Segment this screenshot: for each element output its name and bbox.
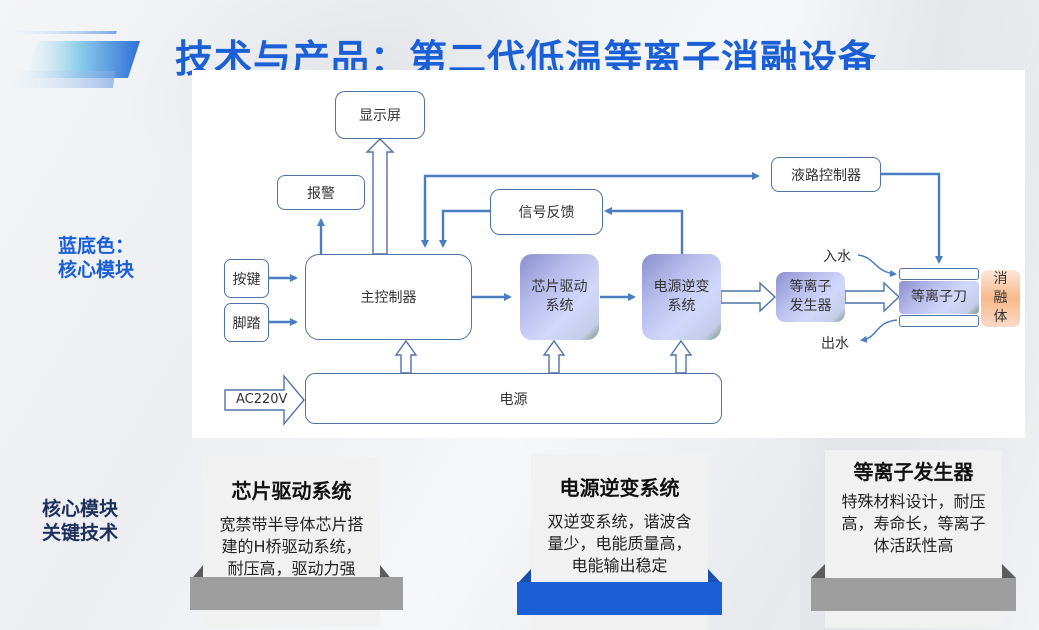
card-line: 电能输出稳定 bbox=[571, 556, 668, 575]
pedal-box: 脚踏 bbox=[224, 303, 269, 342]
alarm-box: 报警 bbox=[277, 175, 365, 210]
card-line: 耐压高，驱动力强 bbox=[227, 559, 356, 578]
legend-line-1: 蓝底色： bbox=[58, 235, 135, 257]
plasma-blade-label: 等离子刀 bbox=[911, 289, 967, 305]
ablation-body-char-3: 体 bbox=[993, 309, 1008, 325]
power-inverter-label-line2: 系统 bbox=[667, 298, 696, 314]
card-pocket bbox=[811, 564, 1016, 578]
accent-bar-lower bbox=[12, 71, 115, 88]
water-out-curve bbox=[860, 319, 898, 343]
plasma-blade-box: 等离子刀 bbox=[899, 281, 979, 314]
power-supply-box: 电源 bbox=[305, 373, 722, 424]
power-supply-label: 电源 bbox=[499, 391, 528, 408]
card-title: 芯片驱动系统 bbox=[231, 479, 352, 503]
card-title: 等离子发生器 bbox=[853, 460, 974, 484]
hollow-arrow-power-to-chip bbox=[542, 339, 566, 374]
signal-feedback-label: 信号反馈 bbox=[518, 205, 575, 221]
ablation-body-char-1: 消 bbox=[993, 271, 1008, 287]
accent-bar-thin bbox=[11, 31, 117, 34]
hollow-arrow-to-display bbox=[365, 138, 395, 255]
key-tech-label: 核心模块 关键技术 bbox=[42, 497, 118, 545]
chip-driver-label-line2: 系统 bbox=[545, 298, 574, 314]
hollow-arrow-inverter-to-generator bbox=[720, 281, 777, 313]
card-front-band bbox=[517, 582, 722, 615]
ac-input-arrow bbox=[224, 374, 305, 426]
plasma-generator-label-line1: 等离子 bbox=[789, 279, 832, 295]
main-controller-label: 主控制器 bbox=[360, 290, 417, 306]
card-body: 宽禁带半导体芯片搭 建的H桥驱动系统， 耐压高，驱动力强 bbox=[203, 514, 380, 580]
chip-driver-label-line1: 芯片驱动 bbox=[531, 279, 588, 295]
card-line: 特殊材料设计，耐压 bbox=[841, 492, 986, 511]
display-label: 显示屏 bbox=[359, 108, 401, 124]
signal-feedback-box: 信号反馈 bbox=[490, 189, 603, 235]
plasma-generator-box: 等离子 发生器 bbox=[776, 272, 845, 322]
legend-line-2: 核心模块 bbox=[58, 259, 135, 281]
accent-bar-main bbox=[26, 41, 140, 78]
core-module-legend: 蓝底色： 核心模块 bbox=[58, 234, 134, 282]
ablation-body-box: 消 融 体 bbox=[981, 270, 1020, 327]
key-tech-line-2: 关键技术 bbox=[42, 522, 119, 544]
card-pocket bbox=[517, 569, 722, 584]
display-box: 显示屏 bbox=[335, 91, 425, 139]
water-inlet-channel bbox=[899, 268, 979, 280]
fluid-controller-label: 液路控制器 bbox=[791, 167, 861, 184]
card-line: 量少，电能质量高， bbox=[547, 534, 692, 553]
card-front-band bbox=[811, 578, 1016, 611]
ac-input-label: AC220V bbox=[236, 392, 288, 407]
card-title: 电源逆变系统 bbox=[559, 476, 680, 500]
card-line: 体活跃性高 bbox=[873, 536, 954, 555]
title-accent-bars bbox=[11, 31, 140, 88]
pedal-label: 脚踏 bbox=[232, 315, 261, 332]
power-inverter-label-line1: 电源逆变 bbox=[653, 279, 710, 295]
water-out-label: 出水 bbox=[821, 336, 849, 352]
power-inverter-box: 电源逆变 系统 bbox=[642, 254, 721, 340]
card-body: 双逆变系统，谐波含 量少，电能质量高， 电能输出稳定 bbox=[531, 511, 708, 577]
button-box: 按键 bbox=[224, 259, 269, 298]
key-tech-line-1: 核心模块 bbox=[42, 498, 119, 520]
card-line: 双逆变系统，谐波含 bbox=[547, 512, 692, 531]
hollow-arrow-power-to-inverter bbox=[669, 339, 693, 374]
card-body: 特殊材料设计，耐压 高，寿命长，等离子 体活跃性高 bbox=[825, 491, 1002, 557]
water-outlet-channel bbox=[899, 315, 979, 327]
arrow-inverter-to-feedback bbox=[604, 207, 684, 254]
hollow-arrow-generator-to-blade bbox=[844, 281, 901, 313]
card-line: 高，寿命长，等离子 bbox=[841, 514, 986, 533]
water-in-curve bbox=[857, 254, 897, 277]
arrow-fluid-to-blade bbox=[879, 172, 943, 264]
arrow-feedback-to-main bbox=[439, 209, 490, 248]
alarm-label: 报警 bbox=[307, 185, 335, 202]
card-line: 建的H桥驱动系统， bbox=[221, 537, 362, 556]
fluid-controller-box: 液路控制器 bbox=[771, 157, 881, 192]
ablation-body-char-2: 融 bbox=[993, 290, 1008, 306]
card-line: 宽禁带半导体芯片搭 bbox=[219, 515, 364, 534]
main-controller-box: 主控制器 bbox=[305, 254, 472, 340]
water-in-label: 入水 bbox=[823, 249, 851, 265]
hollow-arrow-power-to-main bbox=[394, 339, 418, 374]
chip-driver-box: 芯片驱动 系统 bbox=[520, 254, 599, 340]
plasma-generator-label-line2: 发生器 bbox=[789, 298, 832, 314]
button-label: 按键 bbox=[232, 271, 261, 288]
card-front-band bbox=[190, 577, 403, 610]
